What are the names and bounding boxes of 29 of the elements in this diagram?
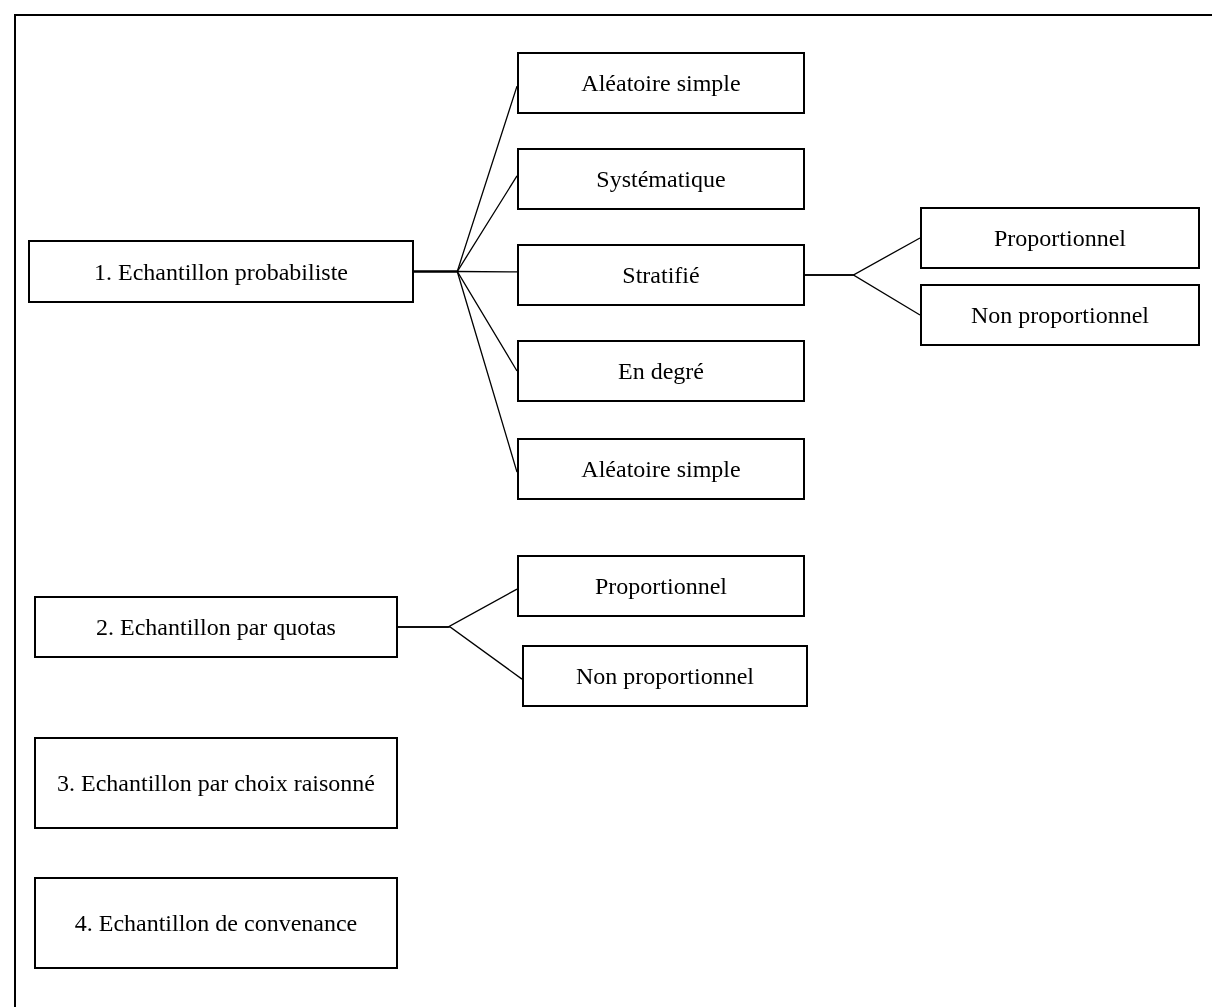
box-label: 3. Echantillon par choix raisonné	[57, 769, 375, 798]
category-box	[34, 737, 398, 829]
category-box	[517, 555, 805, 617]
box-label: 1. Echantillon probabiliste	[94, 257, 348, 287]
category-box	[517, 148, 805, 210]
connector-line	[413, 270, 518, 473]
box-label: Proportionnel	[994, 224, 1126, 253]
category-box	[34, 596, 398, 658]
box-label: 2. Echantillon par quotas	[96, 613, 336, 642]
connector-line	[804, 274, 921, 316]
box-label: Non proportionnel	[576, 662, 754, 691]
box-label: Aléatoire simple	[581, 69, 741, 98]
category-box	[920, 207, 1200, 269]
category-box	[517, 438, 805, 500]
box-label: 4. Echantillon de convenance	[74, 909, 358, 938]
box-label: En degré	[618, 357, 704, 386]
category-box	[517, 52, 805, 114]
box-label: Aléatoire simple	[581, 455, 741, 484]
connector-line	[397, 626, 523, 680]
category-box	[920, 284, 1200, 346]
category-box	[522, 645, 808, 707]
category-box	[517, 244, 805, 306]
box-label: Systématique	[596, 165, 726, 194]
category-box	[34, 877, 398, 969]
box-label: Non proportionnel	[971, 301, 1149, 330]
box-label: Stratifié	[622, 261, 700, 290]
box-label: Proportionnel	[595, 572, 727, 601]
category-box	[28, 240, 414, 303]
category-box	[517, 340, 805, 402]
